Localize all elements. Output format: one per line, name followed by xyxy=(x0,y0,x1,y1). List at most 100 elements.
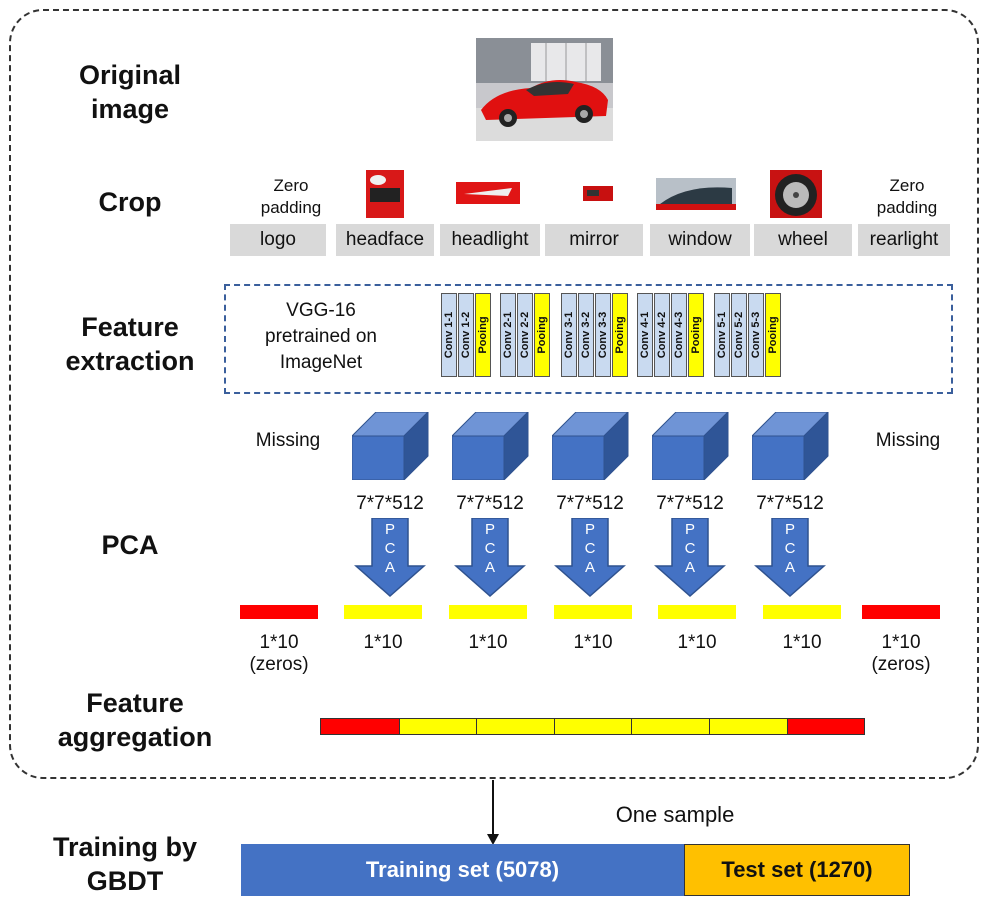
vgg-layer-5-1: Conv 5-1 xyxy=(714,293,730,377)
vector-dim-headlight: 1*10 xyxy=(468,632,508,653)
vector-dim-rearlight: 1*10 xyxy=(881,632,921,653)
vector-dim-window: 1*10 xyxy=(677,632,717,653)
pca-arrow-letter: C xyxy=(584,540,596,557)
vgg-layer-5-4: Pooing xyxy=(765,293,781,377)
vgg-layer-2-3: Pooing xyxy=(534,293,550,377)
vector-dim-mirror: 1*10 xyxy=(573,632,613,653)
vgg-layer-label: Pooing xyxy=(767,316,779,354)
vgg-layer-label: Conv 4-3 xyxy=(673,311,685,359)
vgg-layer-3-3: Conv 3-3 xyxy=(595,293,611,377)
tensor-dim-3: 7*7*512 xyxy=(556,493,624,514)
pca-arrow-letter: A xyxy=(784,559,795,576)
crop-label-headface: headface xyxy=(336,224,434,256)
crop-label-headlight: headlight xyxy=(440,224,540,256)
crop-label-wheel: wheel xyxy=(754,224,852,256)
aggregated-feature-bar xyxy=(320,718,865,735)
pca-arrow-1 xyxy=(352,517,428,598)
crop-label-window: window xyxy=(650,224,750,256)
vgg-layer-label: Conv 2-2 xyxy=(519,311,531,359)
vgg-layer-3-4: Pooing xyxy=(612,293,628,377)
pca-arrow-letter: A xyxy=(484,559,495,576)
crop-label-logo: logo xyxy=(230,224,326,256)
pca-arrow-2 xyxy=(452,517,528,598)
crop-mirror-image xyxy=(583,186,613,201)
agg-segment-wheel xyxy=(710,719,788,734)
one-sample-label: One sample xyxy=(615,802,735,827)
pca-arrow-letter: P xyxy=(784,521,795,538)
vector-bar-rearlight xyxy=(862,605,940,619)
pca-arrow-letter: A xyxy=(584,559,595,576)
crop-headface-image xyxy=(366,170,404,218)
vector-dim-wheel: 1*10 xyxy=(782,632,822,653)
pca-arrow-letter: C xyxy=(784,540,796,557)
crop-window-image xyxy=(656,178,736,210)
vector-dim-logo: 1*10 xyxy=(259,632,299,653)
crop-label-rearlight: rearlight xyxy=(858,224,950,256)
vector-dim-headface: 1*10 xyxy=(363,632,403,653)
vgg-layer-label: Conv 3-1 xyxy=(563,311,575,359)
crop-wheel-image xyxy=(770,170,822,218)
crop-headlight-image xyxy=(456,182,520,204)
pca-arrow-letter: C xyxy=(684,540,696,557)
feature-cube-2 xyxy=(450,410,532,482)
vgg-layer-2-2: Conv 2-2 xyxy=(517,293,533,377)
agg-segment-headface xyxy=(400,719,477,734)
vgg-layer-label: Conv 1-1 xyxy=(443,311,455,359)
stage-crop: Crop xyxy=(98,187,162,217)
pca-arrow-4 xyxy=(652,517,728,598)
pipeline-frame xyxy=(9,9,979,779)
vgg-layer-label: Conv 4-2 xyxy=(656,311,668,359)
vgg-layer-label: Conv 1-2 xyxy=(460,311,472,359)
vgg-layer-label: Conv 5-3 xyxy=(750,311,762,359)
stage-pca: PCA xyxy=(101,530,159,560)
vgg-layer-5-2: Conv 5-2 xyxy=(731,293,747,377)
vgg-layer-4-2: Conv 4-2 xyxy=(654,293,670,377)
pca-arrow-letter: P xyxy=(684,521,695,538)
feature-cube-3 xyxy=(550,410,632,482)
agg-segment-mirror xyxy=(555,719,632,734)
agg-segment-window xyxy=(632,719,710,734)
missing-label-right: Missing xyxy=(875,430,941,451)
pca-arrow-letter: P xyxy=(484,521,495,538)
vector-zeros-logo: (zeros) xyxy=(249,654,309,675)
crop-label-mirror: mirror xyxy=(545,224,643,256)
vgg-layer-3-2: Conv 3-2 xyxy=(578,293,594,377)
vector-bar-mirror xyxy=(554,605,632,619)
vgg-layer-label: Conv 2-1 xyxy=(502,311,514,359)
vgg-layer-label: Pooing xyxy=(536,316,548,354)
pca-arrow-letter: A xyxy=(684,559,695,576)
vgg-layer-1-2: Conv 1-2 xyxy=(458,293,474,377)
tensor-dim-4: 7*7*512 xyxy=(656,493,724,514)
pca-arrow-letter: C xyxy=(384,540,396,557)
vgg-layer-label: Conv 5-1 xyxy=(716,311,728,359)
feature-cube-1 xyxy=(350,410,432,482)
vgg-layer-label: Conv 4-1 xyxy=(639,311,651,359)
vgg-layer-label: Conv 3-3 xyxy=(597,311,609,359)
tensor-dim-5: 7*7*512 xyxy=(756,493,824,514)
pca-arrow-letter: P xyxy=(384,521,395,538)
pca-arrow-5 xyxy=(752,517,828,598)
stage-feature-extraction: Feature extraction xyxy=(65,312,195,376)
zero-padding-rearlight: Zero padding xyxy=(876,176,938,217)
vgg-layer-label: Pooing xyxy=(690,316,702,354)
missing-label-left: Missing xyxy=(255,430,321,451)
pca-arrow-letter: A xyxy=(384,559,395,576)
original-car-image xyxy=(476,38,613,141)
vgg-box xyxy=(224,284,953,394)
pca-arrow-letter: C xyxy=(484,540,496,557)
agg-segment-rearlight xyxy=(788,719,864,734)
vgg-layer-1-3: Pooing xyxy=(475,293,491,377)
tensor-dim-1: 7*7*512 xyxy=(356,493,424,514)
vector-zeros-rearlight: (zeros) xyxy=(871,654,931,675)
vector-bar-headlight xyxy=(449,605,527,619)
test-set-bar: Test set (1270) xyxy=(684,844,910,896)
vgg-layer-label: Conv 5-2 xyxy=(733,311,745,359)
vgg-layer-4-1: Conv 4-1 xyxy=(637,293,653,377)
vgg-layer-2-1: Conv 2-1 xyxy=(500,293,516,377)
vector-bar-headface xyxy=(344,605,422,619)
agg-segment-logo xyxy=(321,719,400,734)
connector-arrow xyxy=(486,780,500,846)
vgg-layer-4-4: Pooing xyxy=(688,293,704,377)
vector-bar-wheel xyxy=(763,605,841,619)
stage-training-gbdt: Training by GBDT xyxy=(52,832,198,896)
